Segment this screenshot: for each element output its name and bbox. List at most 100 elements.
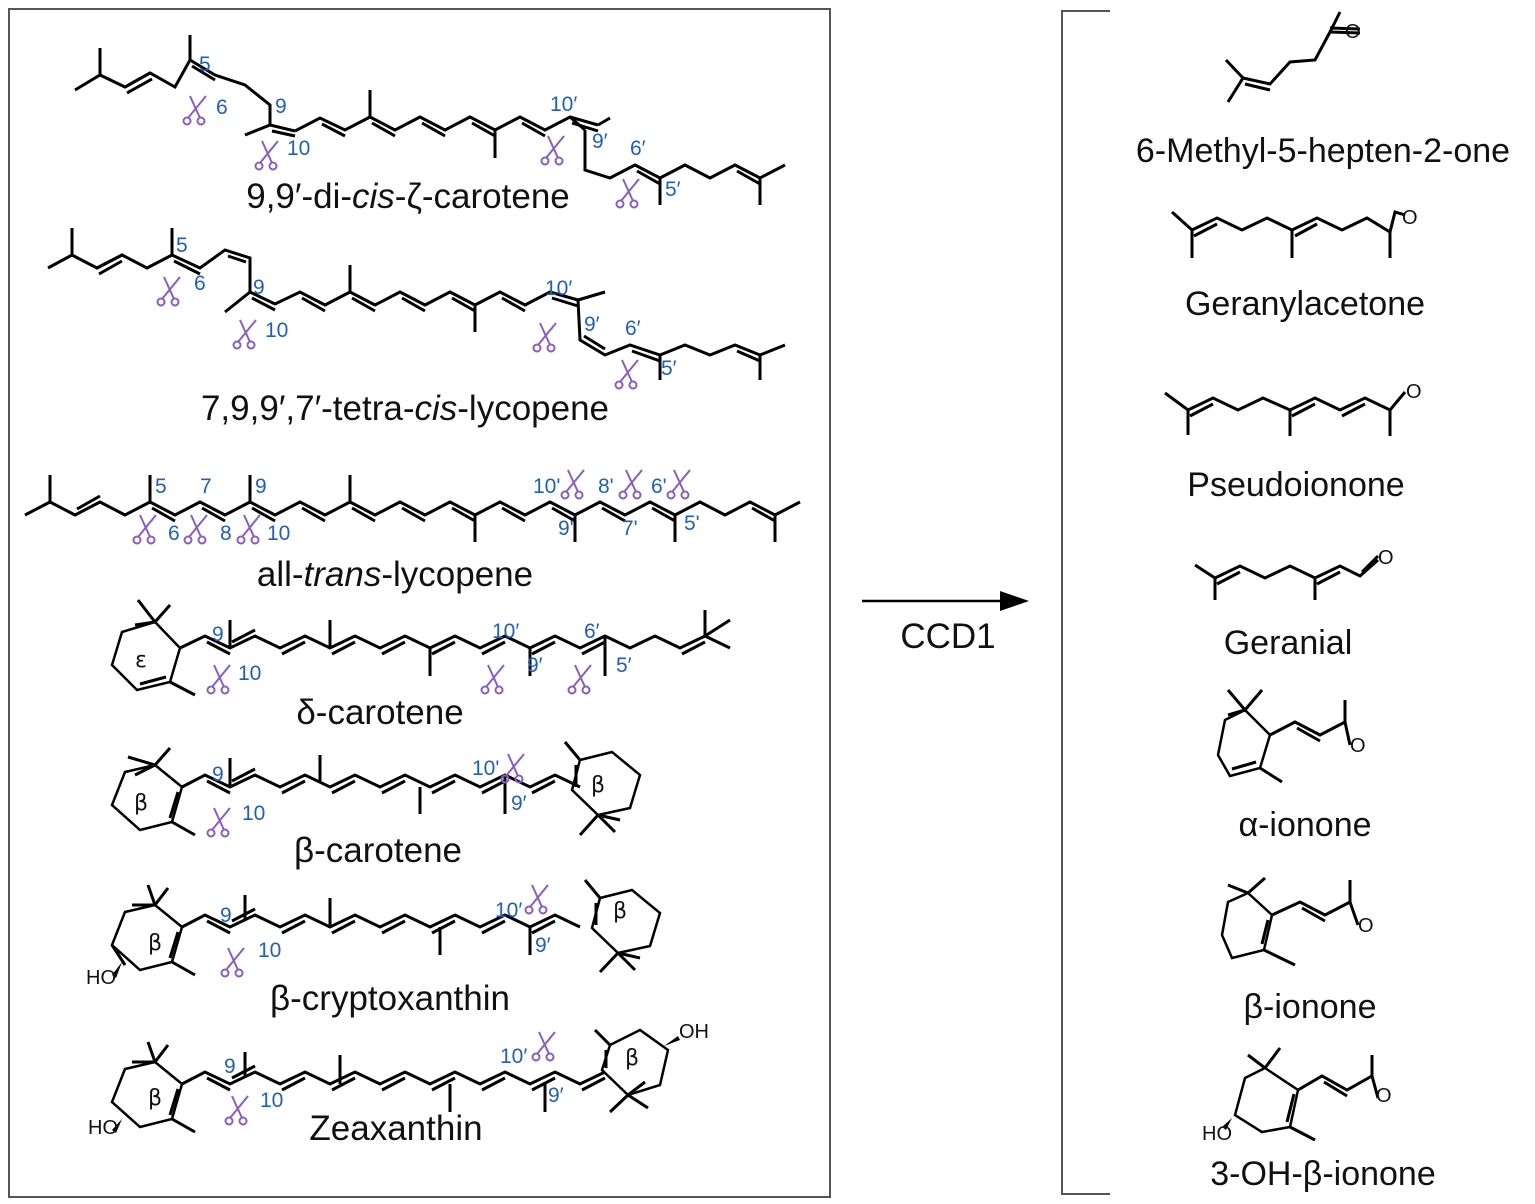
locant-9: 9 <box>275 95 287 118</box>
structure-all-trans-lycopene <box>24 475 801 542</box>
locant-10: 10 <box>258 939 281 962</box>
locant-6p: 6′ <box>625 317 641 340</box>
scissors-icons-2 <box>156 276 639 390</box>
substrate-name-5: β-carotene <box>294 831 462 870</box>
locant-7: 7 <box>200 475 212 498</box>
locant-10p: 10′ <box>500 1045 527 1068</box>
locant-10p: 10' <box>472 757 499 780</box>
ring-label-beta-right: β <box>591 773 605 798</box>
locant-5: 5 <box>155 475 167 498</box>
locants-5: 9 10 10' 9′ <box>212 757 527 825</box>
substrate-name-2: 7,9,9′,7′-tetra-cis-lycopene <box>201 389 609 428</box>
structure-beta-ionone <box>1220 876 1360 967</box>
locant-6: 6 <box>194 272 206 295</box>
locant-6: 6 <box>216 96 228 119</box>
locant-6p: 6′ <box>630 137 646 160</box>
locant-5p: 5′ <box>665 178 681 201</box>
scissors-icons-5 <box>206 753 525 838</box>
substrate-name-6: β-cryptoxanthin <box>270 979 510 1018</box>
ring-label-beta-left: β <box>148 1086 162 1111</box>
structure-beta-carotene <box>110 741 642 837</box>
atom-HO: HO <box>86 967 116 989</box>
structure-methylheptenone <box>1224 11 1361 103</box>
atom-O: O <box>1402 207 1418 229</box>
scissors-icons-3 <box>132 469 691 545</box>
locant-8: 8 <box>220 522 232 545</box>
product-name-3: Pseudoionone <box>1187 466 1404 504</box>
locant-7p: 7' <box>622 517 638 540</box>
locant-5p: 5′ <box>616 654 632 677</box>
locant-6: 6 <box>168 522 180 545</box>
locant-9p: 9′ <box>511 792 527 815</box>
locant-5: 5 <box>176 234 188 257</box>
reaction-arrow <box>862 591 1029 611</box>
locant-5: 5 <box>199 53 211 76</box>
locant-10p: 10′ <box>492 620 519 643</box>
atom-OH: OH <box>679 1021 709 1043</box>
substrate-name-1: 9,9′-di-cis-ζ-carotene <box>246 177 570 216</box>
locants-3: 5 7 9 6 8 10 10' 8' 6' 9' 7' 5' <box>155 475 700 545</box>
atom-O: O <box>1358 915 1374 937</box>
locant-9: 9 <box>212 763 224 786</box>
locant-6p: 6' <box>651 475 667 498</box>
structure-3-oh-beta-ionone <box>1222 1047 1380 1142</box>
structure-zeta-carotene <box>74 35 786 205</box>
locant-5p: 5' <box>684 512 700 535</box>
locants-1: 5 6 9 10 10′ 9′ 6′ 5′ <box>199 53 681 201</box>
structure-delta-carotene <box>110 599 731 697</box>
locant-9p: 9' <box>558 517 574 540</box>
locant-9: 9 <box>224 1055 236 1078</box>
locant-10: 10 <box>265 319 288 342</box>
locant-10p: 10′ <box>550 93 577 116</box>
product-name-6: β-ionone <box>1244 988 1377 1026</box>
locant-9p: 9′ <box>527 654 543 677</box>
atom-O: O <box>1350 735 1366 757</box>
atom-O: O <box>1345 21 1361 43</box>
locants-2: 5 6 9 10 10′ 9′ 6′ 5′ <box>176 234 677 380</box>
substrate-panel <box>8 8 831 1198</box>
locants-4: 9 10 10′ 9′ 6′ 5′ <box>212 620 632 685</box>
locant-9: 9 <box>255 475 267 498</box>
scissors-icons-6 <box>220 884 549 978</box>
locant-10p: 10′ <box>495 899 522 922</box>
structure-tetra-cis-lycopene <box>47 228 786 380</box>
ring-label-beta-right: β <box>613 899 627 924</box>
atom-O: O <box>1378 547 1394 569</box>
atom-HO: HO <box>88 1117 118 1139</box>
atom-HO: HO <box>1202 1123 1232 1145</box>
product-name-7: 3-OH-β-ionone <box>1210 1155 1436 1193</box>
substrate-name-7: Zeaxanthin <box>309 1109 482 1148</box>
ring-label-epsilon: ε <box>135 648 147 673</box>
locants-7: 9 10 10′ 9′ <box>224 1045 564 1112</box>
substrate-name-4: δ-carotene <box>296 693 463 732</box>
locant-9p: 9′ <box>535 934 551 957</box>
product-bracket <box>1061 10 1110 1195</box>
ring-label-beta-right: β <box>625 1046 639 1071</box>
locant-9p: 9′ <box>592 130 608 153</box>
locant-10: 10 <box>267 522 290 545</box>
scissors-icons-7 <box>224 1031 556 1126</box>
locant-9: 9 <box>253 276 265 299</box>
structure-geranylacetone <box>1170 210 1406 258</box>
locant-10: 10 <box>242 802 265 825</box>
atom-O: O <box>1376 1085 1392 1107</box>
ring-label-beta-left: β <box>134 791 148 816</box>
structure-zeaxanthin <box>110 1028 680 1134</box>
locant-8p: 8' <box>598 475 614 498</box>
atom-O: O <box>1406 381 1422 403</box>
structure-pseudoionone <box>1164 391 1407 436</box>
substrate-name-3: all-trans-lycopene <box>257 555 533 594</box>
locant-9: 9 <box>212 623 224 646</box>
locant-10p: 10' <box>533 475 560 498</box>
locant-10: 10 <box>260 1089 283 1112</box>
locant-10: 10 <box>287 137 310 160</box>
structure-alpha-ionone <box>1216 689 1352 784</box>
structure-beta-cryptoxanthin <box>110 879 662 978</box>
locant-9p: 9′ <box>548 1084 564 1107</box>
product-name-1: 6-Methyl-5-hepten-2-one <box>1136 132 1510 170</box>
locant-6p: 6′ <box>584 620 600 643</box>
structure-geranial <box>1194 554 1380 600</box>
product-name-2: Geranylacetone <box>1185 285 1425 323</box>
arrow-label: CCD1 <box>900 617 995 656</box>
